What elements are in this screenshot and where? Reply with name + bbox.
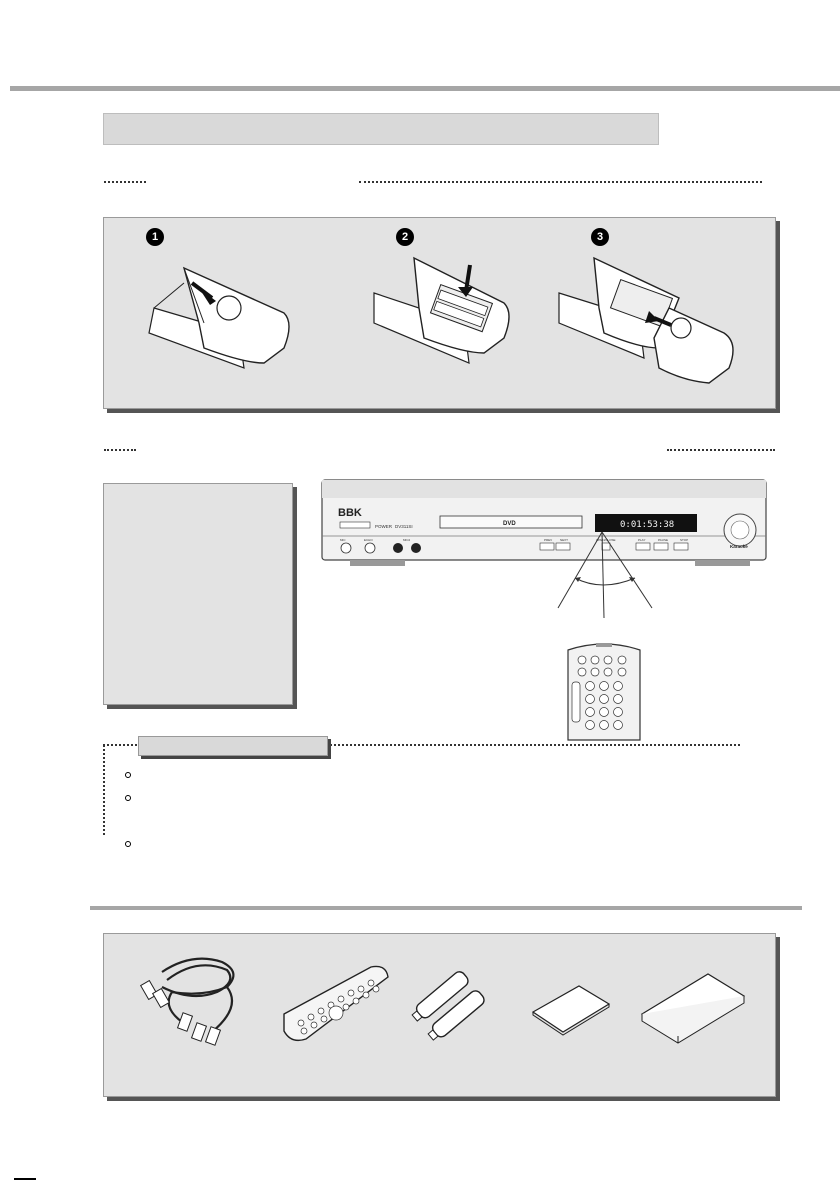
notes-frame-left [103,745,105,835]
echo-knob [365,543,375,553]
stop-label: STOP [680,538,688,542]
user-manual-illustration [636,968,751,1048]
warranty-card-illustration [529,982,619,1037]
echo-label: ECHO [364,538,373,542]
batteries-illustration [410,964,510,1044]
remote-angle-diagram [540,530,670,630]
karaoke-badge: Karaoke [730,544,748,549]
power-label: POWER [375,524,393,529]
remote-cover-close-illustration [559,253,759,388]
brand-logo: BBK [338,507,362,519]
note-bullet [125,795,131,801]
dotted-separator [667,449,775,451]
mic-knob [341,543,351,553]
remote-control-illustration [562,640,647,740]
notes-frame-top-left [103,744,137,746]
av-cable-illustration [132,952,252,1052]
battery-install-panel: 1 2 3 [103,217,776,409]
battery-insert-illustration [374,253,524,373]
mic-jack [393,543,403,553]
note-bullet [125,772,131,778]
remote-cover-open-illustration [144,253,344,373]
power-button [340,522,370,528]
dvd-logo: DVD [503,521,516,527]
accessories-panel [103,933,776,1097]
dotted-separator [104,181,146,183]
page-corner-mark [14,1178,36,1180]
stop-button-icon [674,543,688,550]
model-label: DV311SI [395,524,413,529]
dotted-separator [359,181,762,183]
remote-accessory-illustration [276,959,396,1049]
mic-label: MIC [340,538,346,542]
display-time: 0:01:53:38 [620,520,674,530]
step-badge-3: 3 [591,228,609,246]
note-heading-bar [138,736,328,756]
section-title-bar [103,113,659,145]
top-rule [10,86,840,91]
mic2-jack [411,543,421,553]
note-bullet [125,841,131,847]
step-badge-2: 2 [396,228,414,246]
accessories-rule [90,906,802,910]
notes-frame-top-right [330,744,740,746]
mic2-label: MIC2 [403,538,410,542]
remote-range-info-panel [103,483,293,705]
step-badge-1: 1 [146,228,164,246]
dotted-separator [104,449,136,451]
